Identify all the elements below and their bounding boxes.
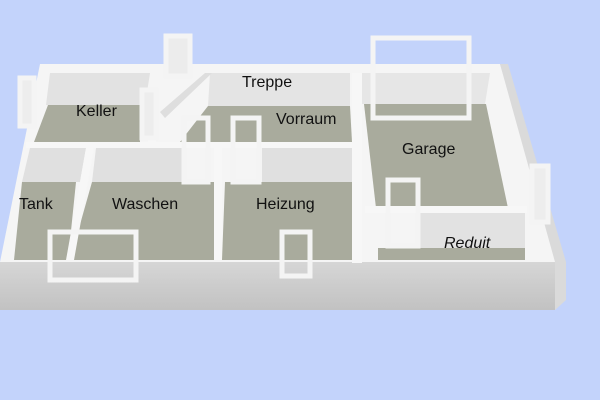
floor-tank bbox=[14, 182, 76, 260]
right-wall-face bbox=[500, 64, 566, 310]
floor-keller bbox=[34, 105, 140, 142]
floor-vorraum bbox=[180, 106, 352, 142]
wall-reduit-top bbox=[365, 206, 527, 213]
room-label-garage: Garage bbox=[402, 141, 456, 158]
wall-middle-horizontal bbox=[26, 142, 360, 148]
reduit-back-wall bbox=[420, 213, 525, 248]
floor-waschen bbox=[70, 182, 214, 260]
window-right bbox=[529, 163, 551, 225]
front-wall-face bbox=[0, 262, 555, 310]
tank-back-wall bbox=[22, 148, 86, 182]
door-frame-heizung bbox=[279, 229, 313, 279]
stair-wall bbox=[160, 73, 212, 118]
treppe-back-wall bbox=[208, 73, 350, 106]
room-label-waschen: Waschen bbox=[112, 196, 179, 213]
chimney bbox=[163, 33, 193, 79]
door-frame-vorraum-1 bbox=[181, 115, 211, 185]
floor-reduit bbox=[378, 248, 525, 260]
wall-waschen-heizung bbox=[214, 148, 222, 260]
window-keller bbox=[139, 87, 159, 141]
room-label-tank: Tank bbox=[19, 196, 53, 213]
room-label-keller: Keller bbox=[76, 103, 117, 120]
door-frame-waschen bbox=[47, 229, 139, 283]
room-label-heizung: Heizung bbox=[256, 196, 315, 213]
room-label-vorraum: Vorraum bbox=[276, 111, 337, 128]
garage-door-frame bbox=[370, 35, 472, 121]
garage-back-wall bbox=[360, 73, 490, 104]
keller-back-wall bbox=[46, 73, 150, 105]
door-frame-reduit bbox=[385, 177, 421, 249]
floor-heizung bbox=[222, 182, 360, 260]
door-frame-vorraum-2 bbox=[230, 115, 262, 185]
waschen-back-wall bbox=[92, 148, 182, 182]
room-label-treppe: Treppe bbox=[242, 74, 293, 91]
room-label-reduit: Reduit bbox=[444, 235, 491, 252]
window-left bbox=[17, 75, 37, 129]
wall-garage-left bbox=[352, 73, 362, 263]
heizung-back-wall bbox=[262, 148, 355, 182]
